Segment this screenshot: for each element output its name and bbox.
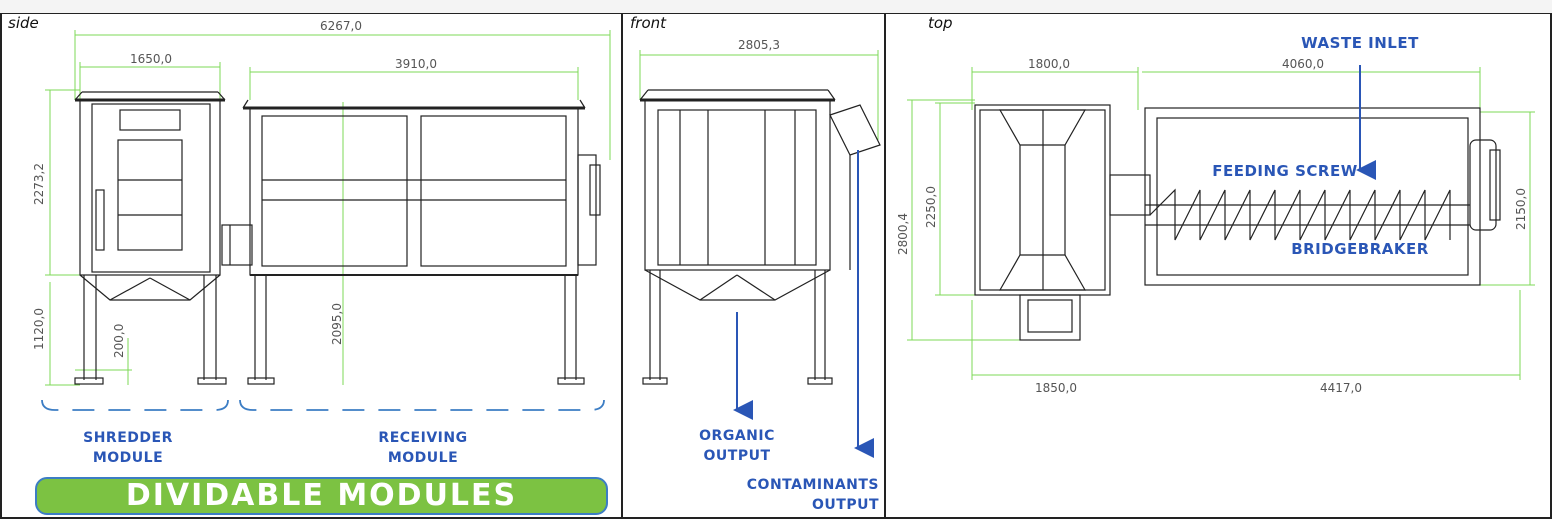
receiving-module-label: RECEIVING MODULE [343,428,503,468]
organic-label-line1: ORGANIC [699,428,775,444]
title-strip [0,0,1552,14]
dividable-modules-banner: DIVIDABLE MODULES [35,477,608,515]
dim-overall-length: 6267,0 [320,19,362,33]
dim-receiving-length: 3910,0 [395,57,437,71]
dim-foot-height: 200,0 [112,323,126,358]
feeding-screw-label: FEEDING SCREW [1212,162,1358,180]
dim-top-bottom-right: 4417,0 [1320,381,1362,395]
panel-divider-front-top [884,13,886,519]
side-view-label: side [8,14,39,32]
dim-top-receiving-width: 4060,0 [1282,57,1324,71]
side-view [41,30,611,411]
dim-top-shredder-width: 1800,0 [1028,57,1070,71]
shredder-label-line2: MODULE [92,450,164,466]
contaminants-label-line1: CONTAMINANTS [746,477,879,493]
receiving-label-line1: RECEIVING [378,430,468,446]
organic-output-label: ORGANIC OUTPUT [667,426,807,466]
contaminants-label-line2: OUTPUT [812,497,879,513]
dim-top-overall-depth: 2800,4 [896,213,910,255]
dim-top-bottom-left: 1850,0 [1035,381,1077,395]
top-view [907,65,1535,380]
dim-top-shredder-depth: 2250,0 [924,186,938,228]
dim-receiving-height: 2095,0 [330,303,344,345]
bridgebraker-label: BRIDGEBRAKER [1291,240,1429,258]
dim-body-height: 2273,2 [32,163,46,205]
contaminants-output-label: CONTAMINANTS OUTPUT [664,475,879,515]
organic-label-line2: OUTPUT [703,448,771,464]
dim-front-width: 2805,3 [738,38,780,52]
shredder-module-label: SHREDDER MODULE [58,428,198,468]
dim-top-receiving-depth: 2150,0 [1514,188,1528,230]
dim-shredder-length: 1650,0 [130,52,172,66]
front-view [639,50,881,458]
dim-leg-height: 1120,0 [32,308,46,350]
shredder-label-line1: SHREDDER [83,430,173,446]
waste-inlet-label: WASTE INLET [1301,34,1419,52]
top-view-label: top [928,14,953,32]
receiving-label-line2: MODULE [387,450,459,466]
panel-divider-side-front [621,13,623,519]
front-view-label: front [630,14,667,32]
